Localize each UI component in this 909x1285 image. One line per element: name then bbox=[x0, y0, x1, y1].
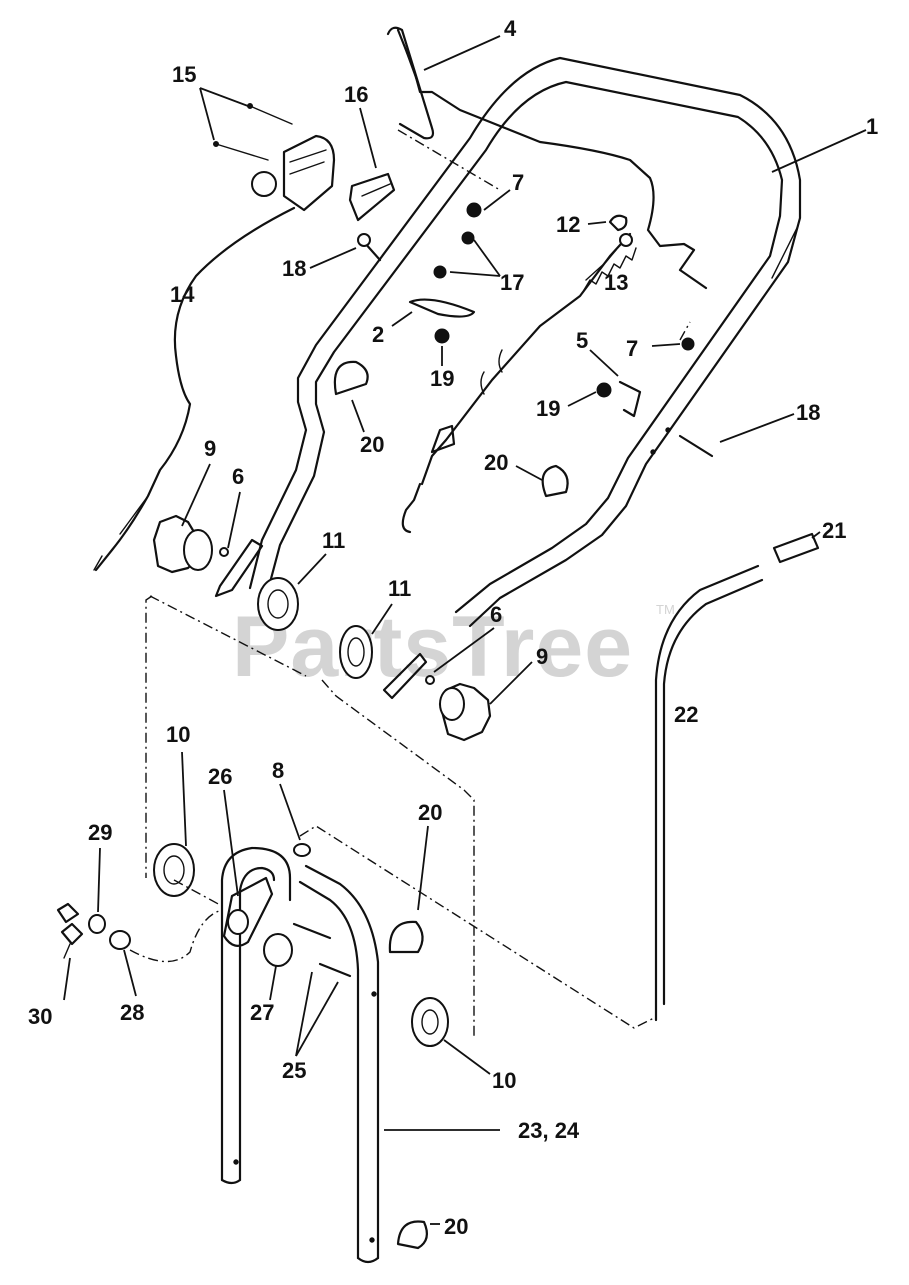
assembly-lines bbox=[129, 595, 655, 1036]
callout-5: 5 bbox=[576, 328, 588, 353]
callout-27: 27 bbox=[250, 1000, 274, 1025]
callout-6-upper: 6 bbox=[232, 464, 244, 489]
rope-guide[interactable] bbox=[153, 538, 449, 1047]
callout-23-24: 23, 24 bbox=[518, 1118, 580, 1143]
callout-14: 14 bbox=[170, 282, 195, 307]
knob[interactable] bbox=[152, 514, 492, 742]
callout-25: 25 bbox=[282, 1058, 306, 1083]
spring[interactable] bbox=[583, 233, 637, 291]
callout-7-lower: 7 bbox=[626, 336, 638, 361]
callout-26: 26 bbox=[208, 764, 232, 789]
callout-21: 21 bbox=[822, 518, 846, 543]
callout-8: 8 bbox=[272, 758, 284, 783]
callout-10-upper: 10 bbox=[166, 722, 190, 747]
hairpin-clip[interactable] bbox=[333, 360, 569, 1250]
upper-handle[interactable] bbox=[248, 56, 802, 628]
callout-20-middle: 20 bbox=[418, 800, 442, 825]
callout-29: 29 bbox=[88, 820, 112, 845]
callout-9-lower: 9 bbox=[536, 644, 548, 669]
hardware-upper[interactable] bbox=[357, 202, 714, 458]
throttle-control[interactable] bbox=[213, 103, 396, 222]
callout-11-upper: 11 bbox=[322, 528, 345, 553]
callout-12: 12 bbox=[556, 212, 580, 237]
callout-20-upper-right: 20 bbox=[484, 450, 508, 475]
callout-19-lower: 19 bbox=[536, 396, 560, 421]
callout-9-upper: 9 bbox=[204, 436, 216, 461]
callout-30: 30 bbox=[28, 1004, 52, 1029]
callout-2: 2 bbox=[372, 322, 384, 347]
callout-13: 13 bbox=[604, 270, 628, 295]
bail-lever[interactable] bbox=[386, 26, 708, 341]
callout-19-upper: 19 bbox=[430, 366, 454, 391]
callout-17: 17 bbox=[500, 270, 524, 295]
callout-18-left: 18 bbox=[282, 256, 306, 281]
callout-labels: 1 4 15 16 7 12 18 17 13 14 2 5 7 19 19 1… bbox=[28, 16, 878, 1239]
callout-16: 16 bbox=[344, 82, 368, 107]
callout-20-lower: 20 bbox=[444, 1214, 468, 1239]
callout-18-right: 18 bbox=[796, 400, 820, 425]
callout-20-upper-left: 20 bbox=[360, 432, 384, 457]
callout-7-upper: 7 bbox=[512, 170, 524, 195]
callout-1: 1 bbox=[866, 114, 878, 139]
control-cable[interactable] bbox=[93, 206, 632, 572]
clip-12[interactable] bbox=[608, 214, 628, 232]
callout-11-lower: 11 bbox=[388, 576, 411, 601]
keys[interactable] bbox=[56, 902, 131, 959]
callout-22: 22 bbox=[674, 702, 698, 727]
leader-lines bbox=[63, 35, 867, 1225]
callout-6-lower: 6 bbox=[490, 602, 502, 627]
watermark-trademark: TM bbox=[656, 602, 675, 617]
callout-28: 28 bbox=[120, 1000, 144, 1025]
callout-15: 15 bbox=[172, 62, 196, 87]
lower-handle[interactable] bbox=[220, 532, 820, 1264]
callout-4: 4 bbox=[504, 16, 517, 41]
callout-10-lower: 10 bbox=[492, 1068, 516, 1093]
